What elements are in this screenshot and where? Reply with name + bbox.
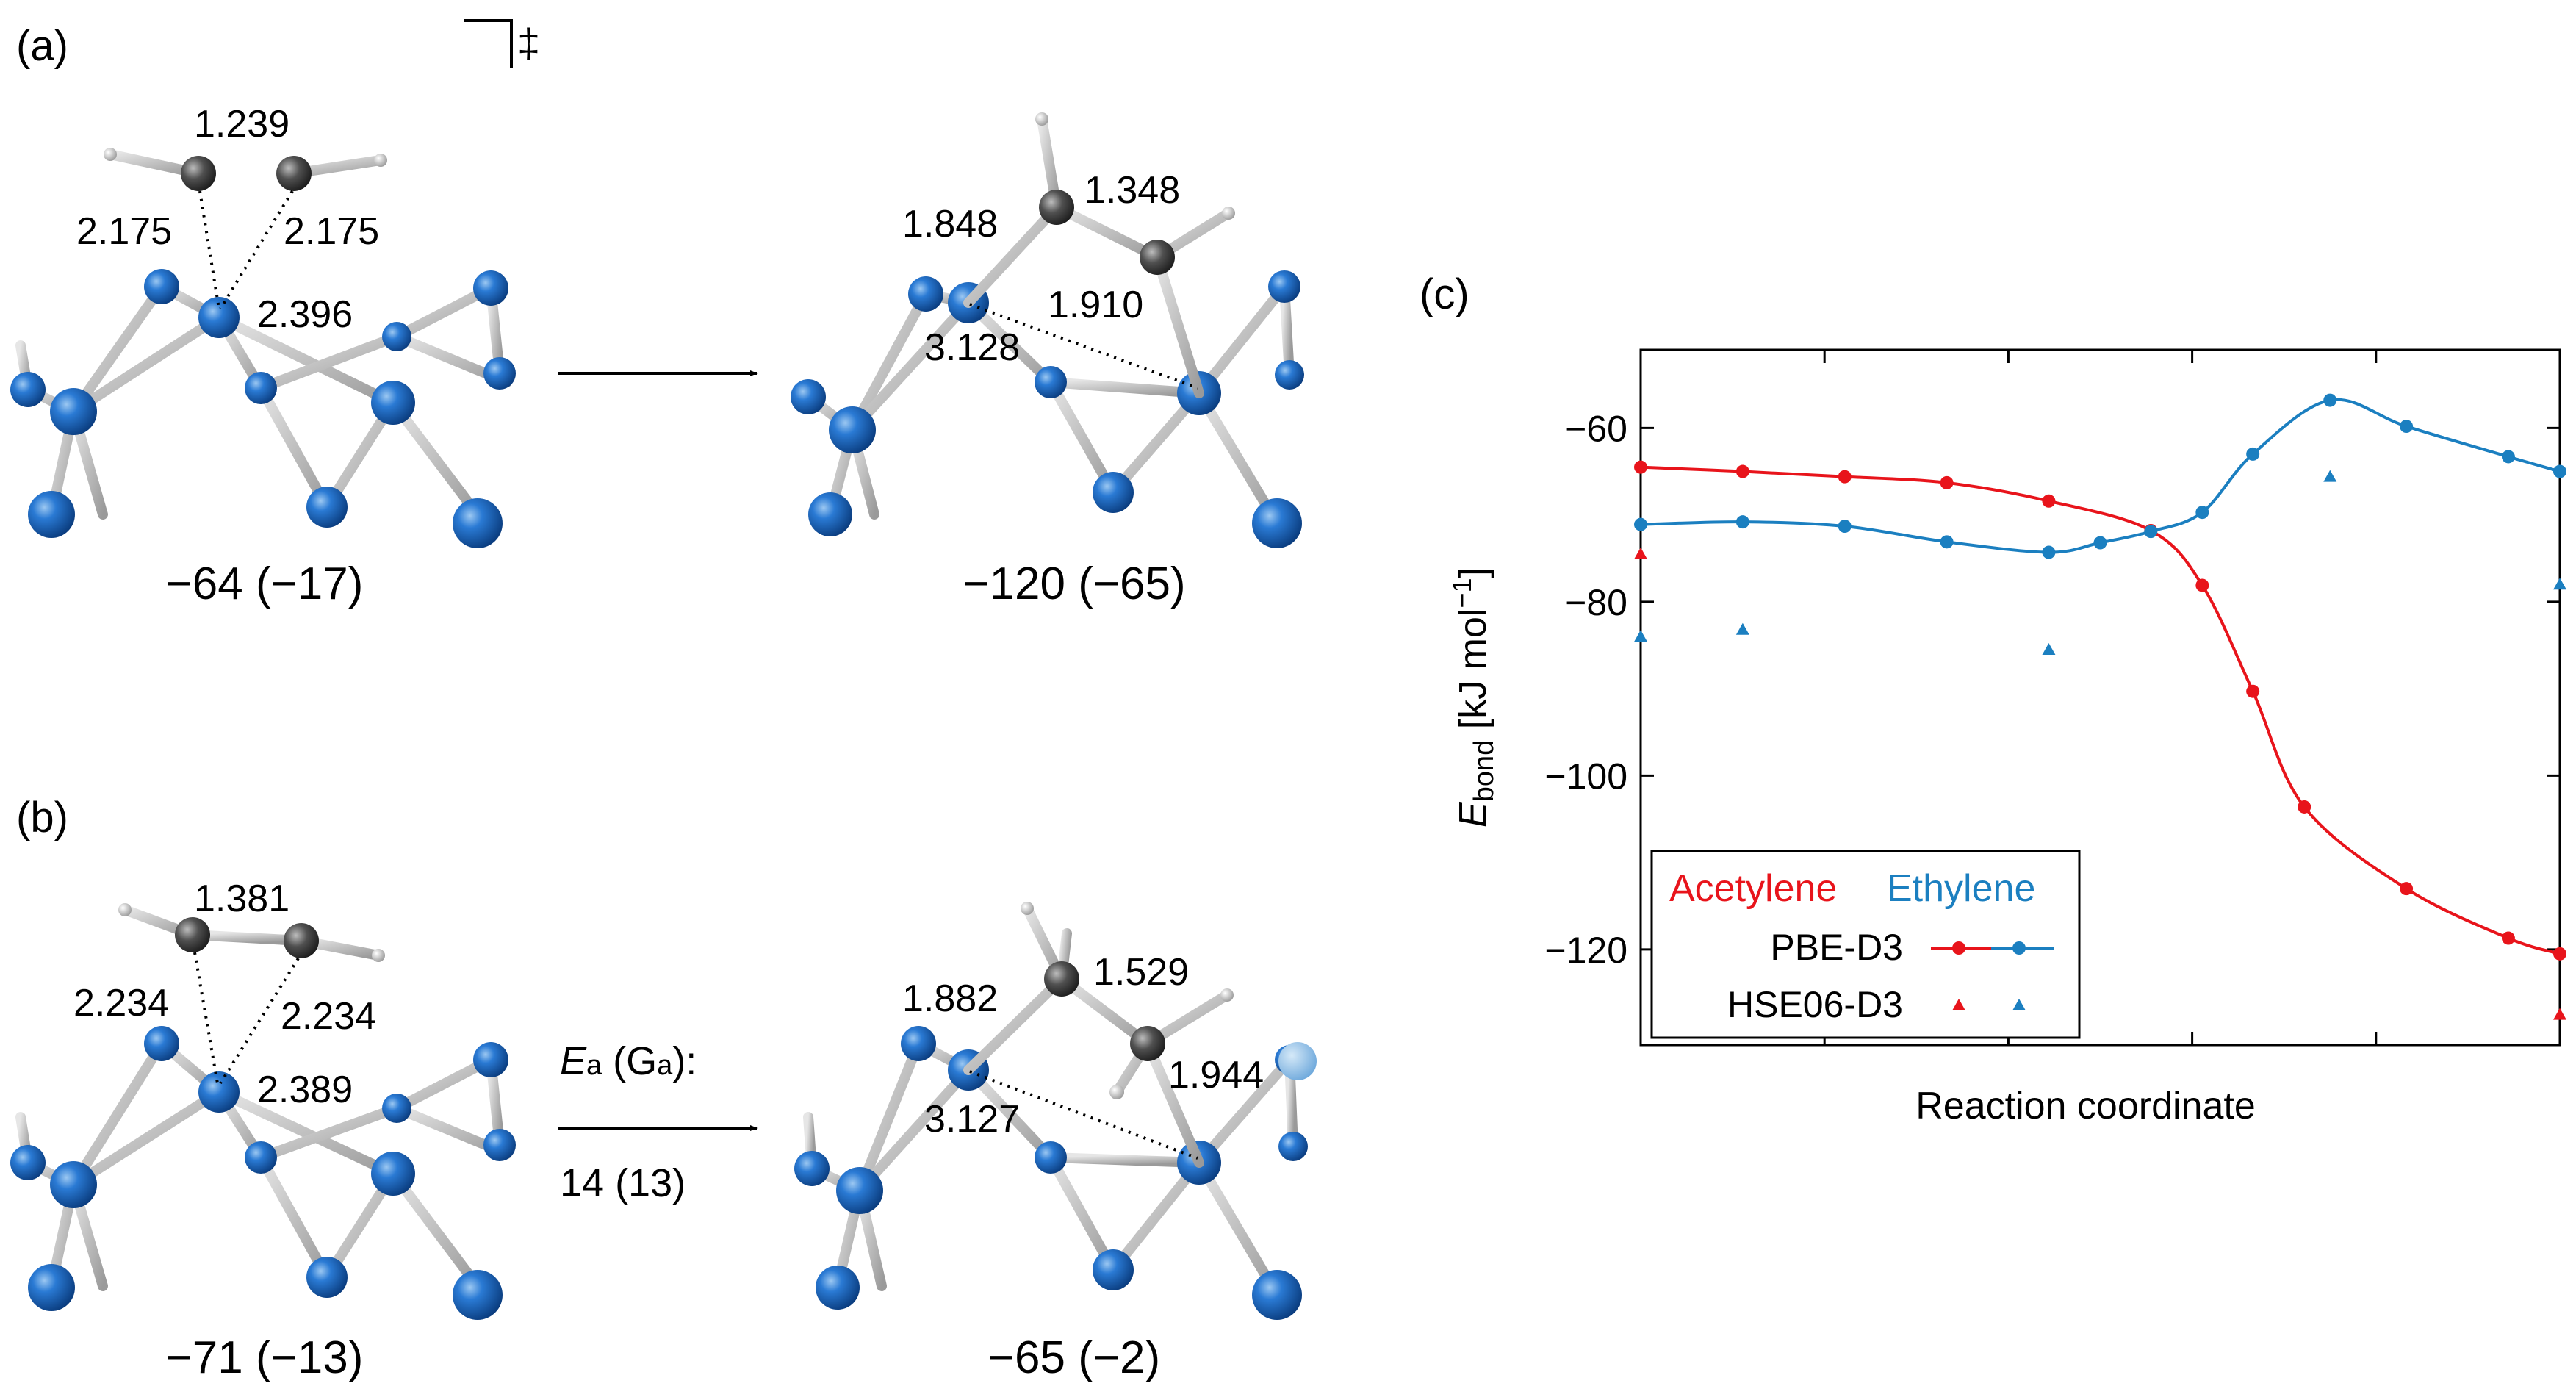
legend-label-pbe: PBE-D3 [1770, 927, 1903, 968]
data-point [1634, 630, 1647, 642]
y-tick-label: −60 [1565, 408, 1627, 449]
series-line [1640, 398, 2561, 554]
panel-b: (b) [10, 794, 1317, 1383]
plot-frame [1639, 348, 2561, 1047]
adsorbate-ethylene [963, 112, 1235, 398]
bond-length-label: 2.396 [257, 293, 353, 336]
data-point [2042, 642, 2056, 655]
bond-length-label: 1.910 [1048, 284, 1143, 326]
si-atoms [794, 1026, 1317, 1320]
panel-c-label: (c) [1420, 270, 1469, 318]
data-point [2501, 931, 2515, 945]
data-point [2323, 393, 2337, 407]
structure-a-right [791, 112, 1304, 548]
adsorbate-acetylene [104, 148, 387, 310]
structure-b-left [10, 903, 516, 1320]
bond-length-label: 1.944 [1168, 1054, 1264, 1096]
bond-length-label: 3.128 [924, 326, 1020, 369]
bond-length-label: 1.381 [194, 877, 289, 920]
data-point [1735, 515, 1749, 529]
y-tick-label: −120 [1544, 930, 1627, 971]
data-point [2553, 464, 2566, 478]
bond-length-label: 1.239 [194, 103, 289, 146]
bond-length-label: 3.127 [924, 1098, 1020, 1141]
bond-length-label: 1.848 [902, 203, 998, 245]
bond-length-label: 2.234 [73, 982, 169, 1024]
data-point [1735, 464, 1749, 478]
bond-length-label: 1.348 [1084, 169, 1180, 212]
legend-title-ethylene: Ethylene [1887, 867, 2035, 910]
y-axis-label: Ebond [kJ mol−1] [1447, 567, 1500, 828]
data-point [2553, 578, 2566, 590]
bond-length-label: 1.529 [1093, 951, 1189, 994]
data-point [2246, 447, 2260, 461]
legend-sample-marker [1952, 941, 1965, 955]
panel-a: (a) ‡ [10, 19, 1304, 609]
data-point [2144, 525, 2158, 539]
data-point [1634, 517, 1647, 531]
si-atoms [791, 270, 1304, 548]
data-point [2400, 420, 2414, 434]
legend-label-hse: HSE06-D3 [1727, 984, 1903, 1025]
energy-label: −71 (−13) [166, 1332, 364, 1383]
data-point [1838, 470, 1852, 484]
bond-length-label: 2.175 [284, 210, 379, 253]
legend-sample-marker [2012, 941, 2026, 955]
data-point [1735, 622, 1749, 635]
si-atoms [10, 269, 516, 548]
legend-sample-marker [2012, 999, 2026, 1010]
energy-label: −64 (−17) [166, 559, 364, 609]
activation-energy-value: 14 (13) [560, 1161, 686, 1205]
data-point [1634, 547, 1647, 559]
data-point [2553, 1008, 2566, 1020]
data-point [2501, 450, 2515, 464]
data-point [2195, 506, 2209, 520]
activation-energy-label: Ea (Ga): [560, 1039, 697, 1083]
structure-a-left [10, 148, 516, 548]
data-point [1940, 475, 1954, 489]
structure-b-right [794, 902, 1317, 1320]
panel-b-label: (b) [16, 794, 68, 841]
energy-label: −65 (−2) [988, 1332, 1160, 1383]
data-point [2298, 800, 2311, 814]
si-atoms [10, 1026, 516, 1320]
legend-sample-marker [1952, 999, 1965, 1010]
data-point [2042, 545, 2056, 559]
transition-state-bracket [464, 19, 513, 68]
y-tick-label: −80 [1565, 582, 1627, 623]
data-point [1838, 520, 1852, 534]
data-point [2400, 882, 2414, 896]
energy-label: −120 (−65) [963, 559, 1185, 609]
data-point [2246, 684, 2260, 698]
legend-title-acetylene: Acetylene [1669, 867, 1837, 910]
bond-length-label: 2.234 [281, 995, 376, 1038]
adsorbate-ethylene [963, 902, 1234, 1168]
bond-length-label: 1.882 [902, 977, 998, 1020]
x-axis-label: Reaction coordinate [1915, 1085, 2256, 1127]
legend-box [1650, 850, 2081, 1039]
bond-length-label: 2.175 [76, 210, 172, 253]
data-point [2323, 470, 2337, 482]
panel-a-label: (a) [16, 22, 68, 70]
data-point [1940, 535, 1954, 549]
data-point [2093, 536, 2107, 550]
data-point [1634, 460, 1647, 474]
adsorbate-acetylene [118, 903, 385, 1085]
bond-length-label: 2.389 [257, 1069, 353, 1111]
data-point [2042, 494, 2056, 508]
data-point [2553, 947, 2566, 961]
data-point [2195, 578, 2209, 592]
transition-state-symbol: ‡ [517, 20, 540, 66]
y-tick-label: −100 [1544, 755, 1627, 797]
